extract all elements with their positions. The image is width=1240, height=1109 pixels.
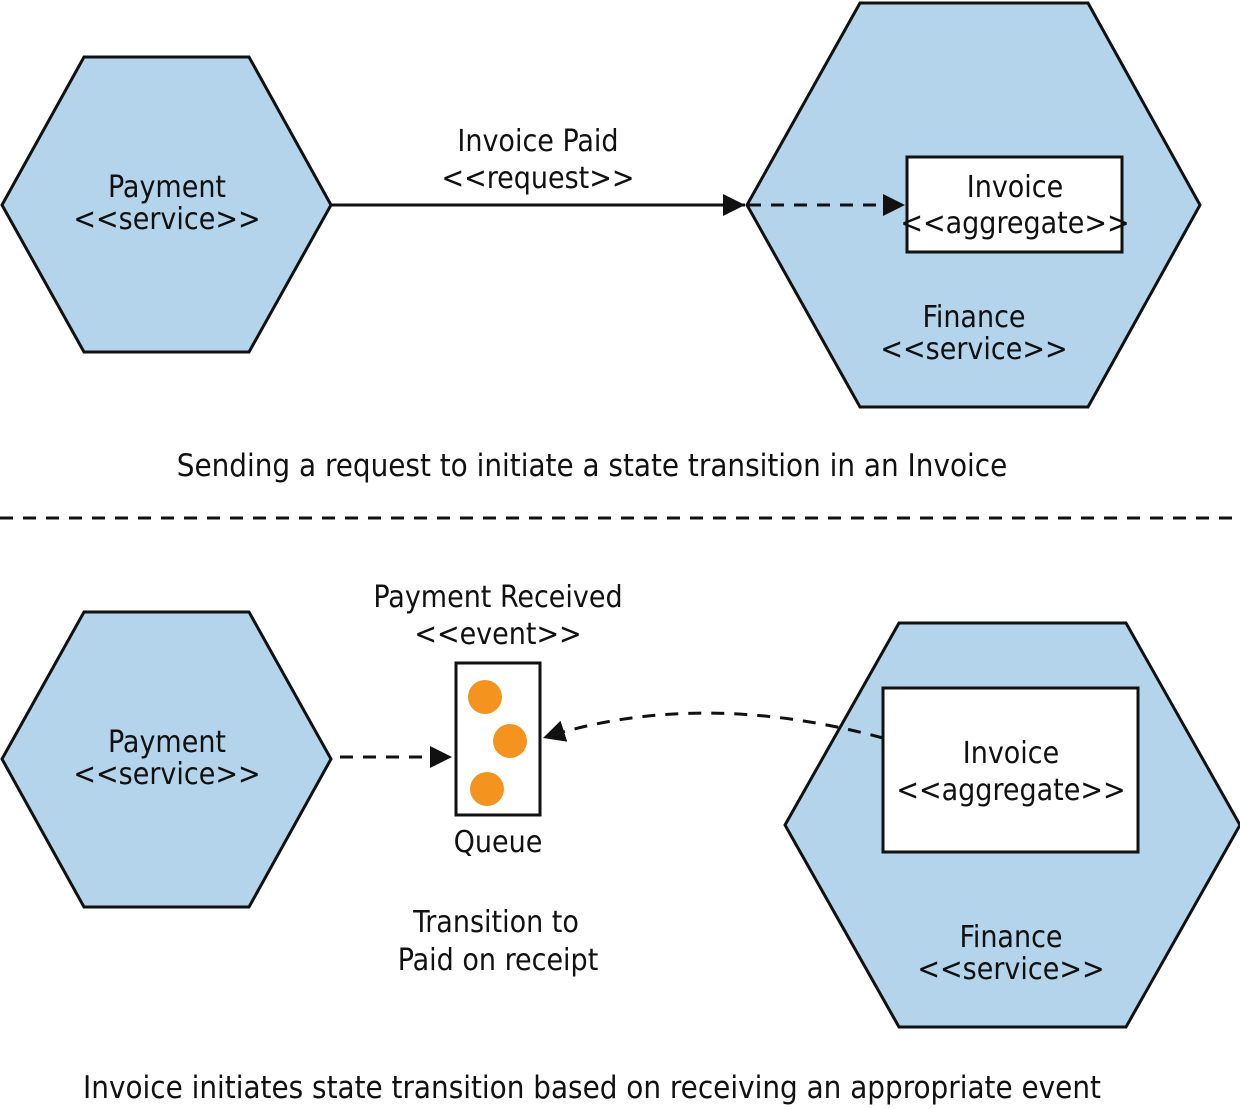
payment-service-label-top: Payment bbox=[108, 170, 226, 205]
event-dot bbox=[468, 680, 502, 714]
finance-service-stereotype-top: <<service>> bbox=[880, 332, 1067, 367]
invoice-aggregate-box-top bbox=[905, 155, 1124, 254]
top-caption: Sending a request to initiate a state tr… bbox=[177, 448, 1008, 484]
request-stereotype: <<request>> bbox=[441, 161, 634, 196]
finance-service-label-top: Finance bbox=[922, 300, 1025, 335]
invoice-aggregate-box-bottom bbox=[881, 686, 1140, 854]
request-label: Invoice Paid bbox=[457, 124, 618, 159]
transition-note-line2: Paid on receipt bbox=[398, 943, 599, 978]
finance-service-label-bottom: Finance bbox=[959, 920, 1062, 955]
queue-label: Queue bbox=[454, 825, 543, 860]
invoice-aggregate-stereotype-top: <<aggregate>> bbox=[900, 206, 1129, 241]
payment-service-stereotype-top: <<service>> bbox=[73, 202, 260, 237]
invoice-aggregate-label-top: Invoice bbox=[967, 170, 1064, 205]
subscribe-arrow bbox=[542, 711, 884, 742]
event-dot bbox=[493, 724, 527, 758]
event-stereotype: <<event>> bbox=[414, 617, 581, 652]
bottom-caption: Invoice initiates state transition based… bbox=[83, 1070, 1101, 1106]
finance-service-stereotype-bottom: <<service>> bbox=[917, 952, 1104, 987]
event-label: Payment Received bbox=[373, 580, 622, 615]
payment-service-label-bottom: Payment bbox=[108, 725, 226, 760]
invoice-aggregate-stereotype-bottom: <<aggregate>> bbox=[896, 773, 1125, 808]
payment-service-stereotype-bottom: <<service>> bbox=[73, 757, 260, 792]
invoice-aggregate-label-bottom: Invoice bbox=[963, 736, 1060, 771]
transition-note-line1: Transition to bbox=[412, 905, 579, 940]
payment-service-hexagon-bottom bbox=[0, 610, 333, 909]
event-dot bbox=[470, 772, 504, 806]
